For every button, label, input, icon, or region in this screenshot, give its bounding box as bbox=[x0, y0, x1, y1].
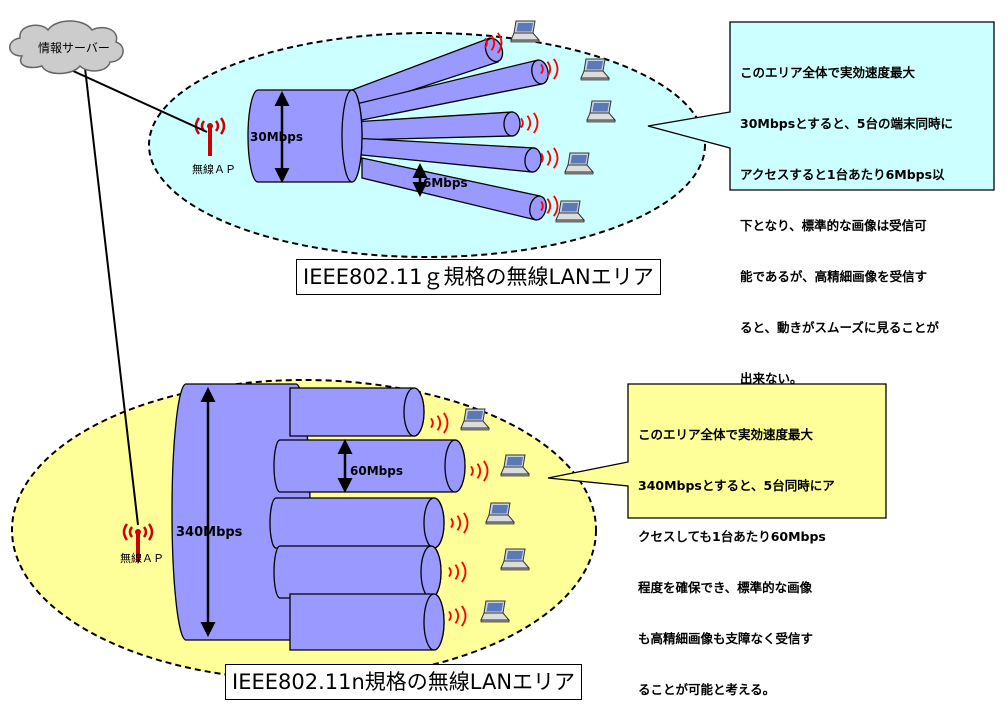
area-g-note: このエリア全体で実効速度最大 30Mbpsとすると、5台の端末同時に アクセスす… bbox=[740, 30, 953, 404]
area-n-caption: IEEE802.11n規格の無線LANエリア bbox=[225, 664, 583, 700]
area-g-cables bbox=[351, 37, 549, 221]
note-line: クセスしても1台あたり60Mbps bbox=[638, 529, 826, 544]
server-link-g bbox=[59, 64, 208, 133]
area-g-per-device-speed: 6Mbps bbox=[423, 176, 468, 190]
note-line: 出来ない。 bbox=[740, 371, 803, 386]
area-n-note-box bbox=[547, 383, 887, 519]
server-cloud-icon bbox=[9, 20, 124, 75]
note-line: ることが可能と考える。 bbox=[638, 682, 776, 697]
note-line: も高精細画像も支障なく受信す bbox=[638, 631, 814, 646]
note-line: 下となり、標準的な画像は受信可 bbox=[740, 218, 927, 233]
area-n-ap-label: 無線ＡＰ bbox=[120, 551, 164, 565]
area-n-per-device-speed: 60Mbps bbox=[350, 464, 403, 478]
area-g-note-box bbox=[647, 21, 995, 191]
note-line: 30Mbpsとすると、5台の端末同時に bbox=[740, 116, 953, 131]
note-line: アクセスすると1台あたり6Mbps以 bbox=[740, 167, 945, 182]
network-diagram: 無線ＡＰ 30Mbps 6Mbps 無線ＡＰ 340M bbox=[9, 20, 995, 681]
area-n-total-speed: 340Mbps bbox=[176, 525, 243, 540]
note-line: 程度を確保でき、標準的な画像 bbox=[638, 580, 813, 595]
note-line: 能であるが、高精細画像を受信す bbox=[740, 269, 928, 284]
note-line: ると、動きがスムーズに見ることが bbox=[740, 320, 939, 335]
area-g-total-speed: 30Mbps bbox=[250, 130, 303, 144]
note-line: 340Mbpsとすると、5台同時にア bbox=[638, 478, 835, 493]
area-g-ap-label: 無線ＡＰ bbox=[192, 162, 236, 176]
server-label: 情報サーバー bbox=[38, 41, 110, 55]
area-n-cables bbox=[269, 387, 466, 651]
note-line: このエリア全体で実効速度最大 bbox=[740, 65, 916, 80]
server-link-n bbox=[84, 67, 139, 526]
area-g-caption: IEEE802.11ｇ規格の無線LANエリア bbox=[296, 259, 661, 295]
note-line: このエリア全体で実効速度最大 bbox=[638, 427, 814, 442]
area-n-note: このエリア全体で実効速度最大 340Mbpsとすると、5台同時にア クセスしても… bbox=[638, 392, 835, 715]
